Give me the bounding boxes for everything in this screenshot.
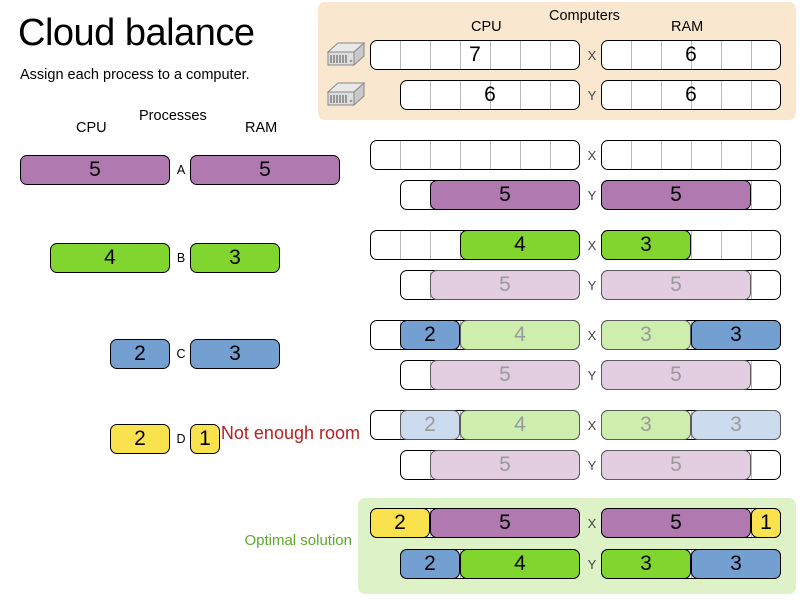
step-4-x-ram-block-0[interactable]: 3 (601, 410, 691, 440)
process-a-cpu[interactable]: 5 (20, 155, 170, 185)
computer-x-cpu-capacity-track (370, 40, 580, 70)
server-icon (326, 40, 366, 70)
computer-x-ram-capacity-track (601, 40, 781, 70)
optimal-x-cpu-block-1[interactable]: 5 (430, 508, 580, 538)
server-icon (326, 80, 366, 110)
optimal-x-tag: X (587, 515, 597, 531)
step-2-x-ram-block-0[interactable]: 3 (601, 230, 691, 260)
step-2-y-tag: Y (587, 277, 597, 293)
step-4-y-tag: Y (587, 457, 597, 473)
step-2-y-cpu-block-0[interactable]: 5 (430, 270, 580, 300)
step-4-y-ram-block-0[interactable]: 5 (601, 450, 751, 480)
step-4-x-cpu-block-1[interactable]: 4 (460, 410, 580, 440)
optimal-x-cpu-block-0[interactable]: 2 (370, 508, 430, 538)
step-2-x-cpu-block-0[interactable]: 4 (460, 230, 580, 260)
step-3-x-ram-block-1[interactable]: 3 (691, 320, 781, 350)
step-3-x-cpu-block-0[interactable]: 2 (400, 320, 460, 350)
step-3-y-ram-block-0[interactable]: 5 (601, 360, 751, 390)
step-1-y-tag: Y (587, 187, 597, 203)
optimal-x-ram-block-0[interactable]: 5 (601, 508, 751, 538)
processes-ram-heading: RAM (245, 120, 278, 136)
step-1-x-ram-track-track (601, 140, 781, 170)
process-c-cpu[interactable]: 2 (110, 339, 170, 369)
process-b-ram[interactable]: 3 (190, 243, 280, 273)
process-d-cpu[interactable]: 2 (110, 424, 170, 454)
process-a-ram[interactable]: 5 (190, 155, 340, 185)
step-4-x-tag: X (587, 417, 597, 433)
optimal-y-ram-block-1[interactable]: 3 (691, 549, 781, 579)
step-1-x-ram-track (601, 140, 781, 170)
page-title: Cloud balance (18, 12, 255, 54)
optimal-y-cpu-block-0[interactable]: 2 (400, 549, 460, 579)
process-d-letter: D (176, 432, 186, 446)
process-b-cpu[interactable]: 4 (50, 243, 170, 273)
step-4-x-ram-block-1[interactable]: 3 (691, 410, 781, 440)
step-3-x-tag: X (587, 327, 597, 343)
step-1-x-cpu-track (370, 140, 580, 170)
optimal-y-ram-block-0[interactable]: 3 (601, 549, 691, 579)
process-d-ram[interactable]: 1 (190, 424, 220, 454)
processes-heading: Processes (139, 108, 207, 124)
step-1-x-tag: X (587, 147, 597, 163)
step-1-x-cpu-track-track (370, 140, 580, 170)
optimal-x-ram-block-1[interactable]: 1 (751, 508, 781, 538)
computer-y-tag: Y (587, 87, 597, 103)
computers-heading: Computers (549, 8, 620, 24)
step-4-y-cpu-block-0[interactable]: 5 (430, 450, 580, 480)
step-1-y-cpu-block-0[interactable]: 5 (430, 180, 580, 210)
step-2-y-ram-block-0[interactable]: 5 (601, 270, 751, 300)
step-1-y-ram-block-0[interactable]: 5 (601, 180, 751, 210)
computer-y-ram-capacity: 6 (601, 80, 781, 110)
step-3-y-tag: Y (587, 367, 597, 383)
step-3-x-cpu-block-1[interactable]: 4 (460, 320, 580, 350)
computers-cpu-heading: CPU (471, 19, 502, 35)
computer-x-ram-capacity: 6 (601, 40, 781, 70)
step-3-x-ram-block-0[interactable]: 3 (601, 320, 691, 350)
optimal-y-tag: Y (587, 556, 597, 572)
optimal-y-cpu-block-1[interactable]: 4 (460, 549, 580, 579)
process-b-letter: B (176, 251, 186, 265)
computer-x-tag: X (587, 47, 597, 63)
processes-cpu-heading: CPU (76, 120, 107, 136)
step-4-x-cpu-block-0[interactable]: 2 (400, 410, 460, 440)
optimal-solution-label: Optimal solution (244, 532, 352, 549)
process-c-letter: C (176, 347, 186, 361)
page-subtitle: Assign each process to a computer. (20, 67, 250, 83)
computer-y-cpu-capacity-track (400, 80, 580, 110)
process-c-ram[interactable]: 3 (190, 339, 280, 369)
computer-y-cpu-capacity: 6 (400, 80, 580, 110)
step-3-y-cpu-block-0[interactable]: 5 (430, 360, 580, 390)
computer-x-cpu-capacity: 7 (370, 40, 580, 70)
not-enough-room-label: Not enough room (220, 423, 360, 443)
process-a-letter: A (176, 163, 186, 177)
computers-ram-heading: RAM (671, 19, 704, 35)
computer-y-ram-capacity-track (601, 80, 781, 110)
step-2-x-tag: X (587, 237, 597, 253)
